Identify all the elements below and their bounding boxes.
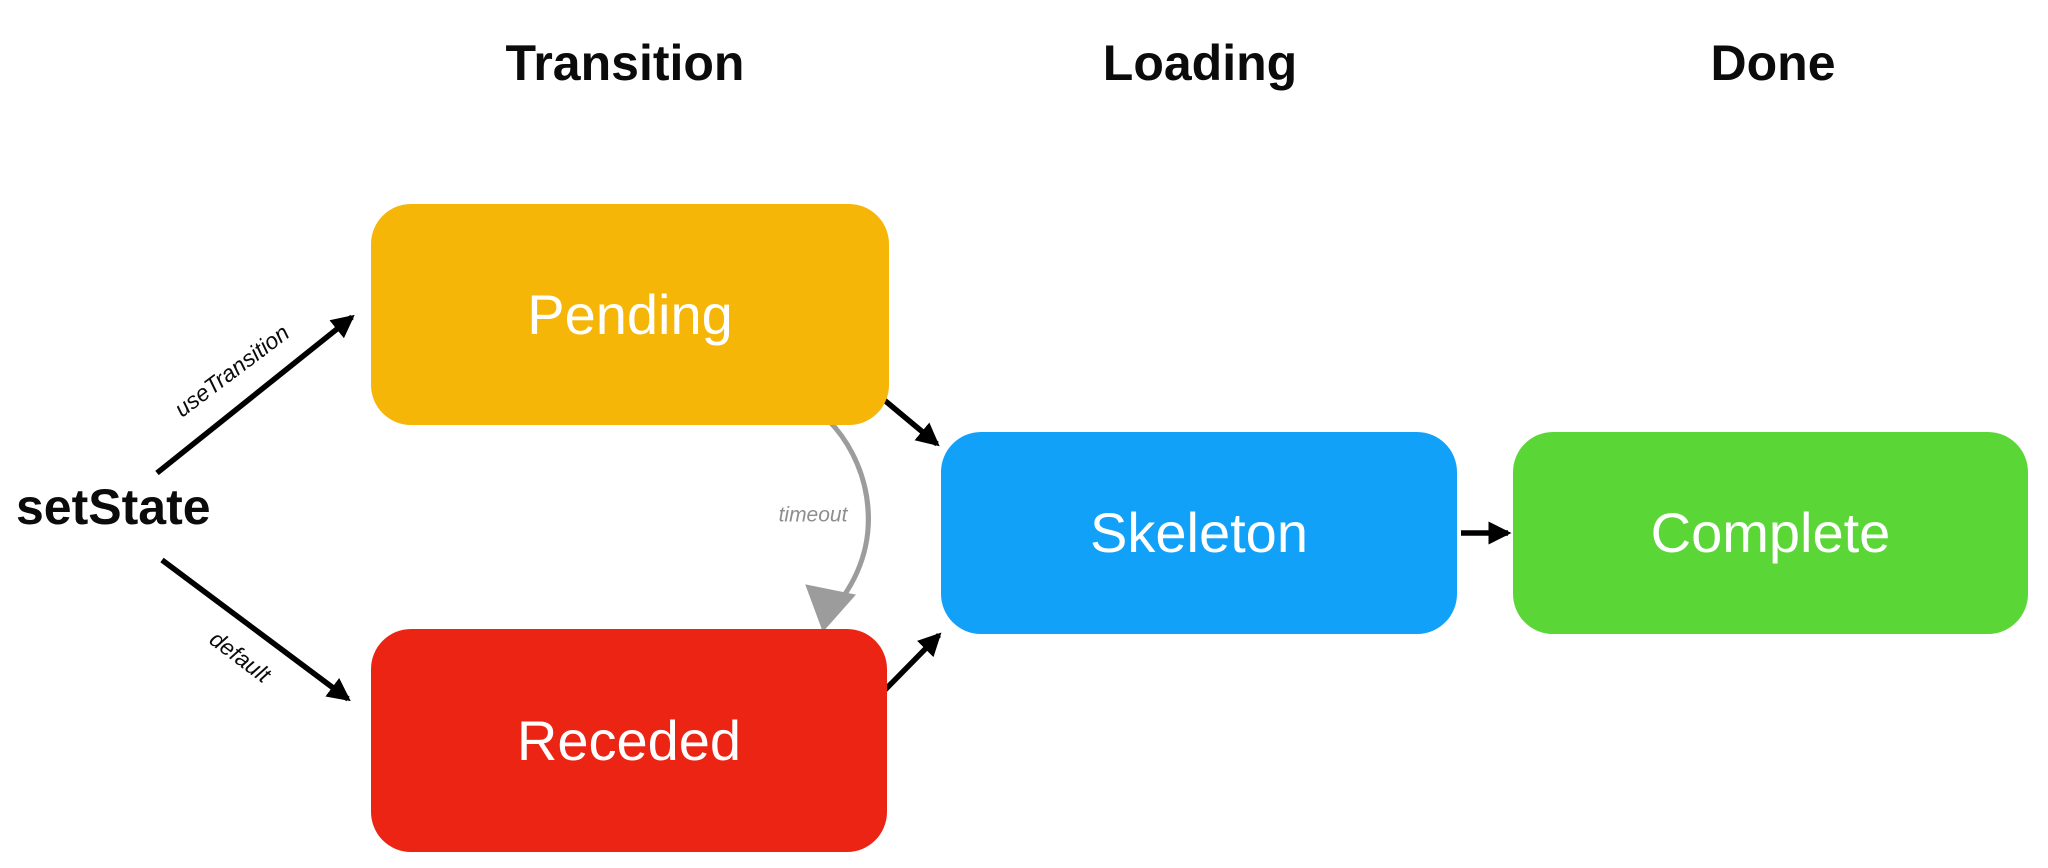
column-header-done: Done (1710, 35, 1836, 91)
node-skeleton-label: Skeleton (1090, 501, 1308, 564)
edge-pending-to-skeleton (881, 396, 940, 447)
node-complete: Complete (1513, 432, 2028, 634)
column-header-transition: Transition (505, 35, 745, 91)
setstate-label: setState (16, 479, 211, 535)
edge-receded-to-skeleton (879, 632, 942, 696)
timeout-arrowhead-icon (805, 584, 856, 632)
node-receded: Receded (371, 629, 887, 852)
node-complete-label: Complete (1650, 501, 1891, 564)
node-skeleton: Skeleton (941, 432, 1457, 634)
node-receded-label: Receded (516, 708, 742, 772)
node-pending: Pending (371, 204, 889, 425)
edge-label-usetransition: useTransition (169, 319, 294, 423)
node-pending-label: Pending (527, 282, 733, 346)
column-header-loading: Loading (1102, 35, 1298, 91)
edge-label-default: default (204, 625, 276, 688)
edge-label-timeout: timeout (778, 503, 848, 527)
